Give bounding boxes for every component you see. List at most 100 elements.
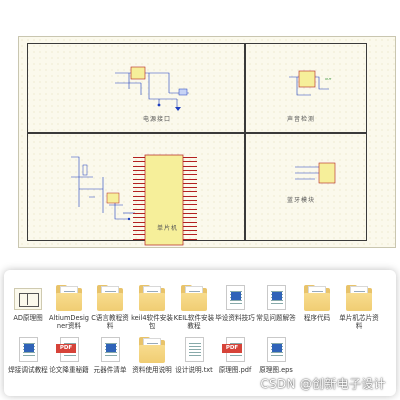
mcu-pin	[183, 200, 197, 201]
mcu-pin	[183, 187, 197, 189]
pdf-badge: PDF	[222, 344, 242, 353]
mcu-pin	[183, 191, 197, 193]
file-item[interactable]: 单片机芯片资料	[337, 284, 381, 330]
file-item[interactable]: 资料使用说明	[130, 336, 174, 374]
file-item[interactable]: 设计说明.txt	[172, 336, 216, 374]
file-item-label: AD原理图	[13, 314, 43, 322]
file-item-label: 原理图.pdf	[218, 366, 252, 374]
mcu-pin	[133, 169, 145, 171]
file-item[interactable]: 元器件清单	[88, 336, 132, 374]
mcu-pin	[183, 221, 197, 223]
file-item[interactable]: AD原理图	[6, 284, 50, 322]
mcu-pin	[133, 165, 145, 167]
mcu-pin	[133, 234, 145, 236]
mcu-pin	[183, 208, 197, 210]
mcu-pin	[133, 221, 145, 223]
file-item-label: 资料使用说明	[132, 366, 172, 374]
file-item-label: 单片机芯片资料	[339, 314, 379, 330]
mcu-pin	[183, 225, 197, 227]
file-item-label: 焊接调试教程	[8, 366, 48, 374]
file-item[interactable]: KEIL软件安装教程	[172, 284, 216, 330]
folder-icon	[179, 284, 209, 312]
folder-icon	[137, 336, 167, 364]
mcu-section-label: 单片机	[157, 225, 179, 232]
mcu-pin	[133, 208, 145, 210]
file-item[interactable]: AltiumDesigner资料	[47, 284, 91, 330]
mcu-pin	[133, 200, 145, 201]
schematic-sheet: OUT 电源接口 声音检测 单片机 蓝牙模块	[18, 36, 396, 248]
mcu-pin	[183, 238, 197, 240]
folder-icon	[54, 284, 84, 312]
mcu-pin	[133, 230, 145, 232]
mcu-pin	[183, 182, 197, 184]
pdf-file-icon: PDF	[54, 336, 84, 364]
file-item-label: C语言教程资料	[91, 314, 129, 330]
mcu-pin	[133, 212, 145, 214]
folder-icon	[137, 284, 167, 312]
file-item[interactable]: 常见问题解答	[254, 284, 298, 322]
file-item[interactable]: keil4软件安装包	[130, 284, 174, 330]
document-file-icon	[13, 336, 43, 364]
document-file-icon	[261, 336, 291, 364]
mcu-pin	[183, 178, 197, 180]
file-item[interactable]: 程序代码	[295, 284, 339, 322]
mcu-pin	[183, 195, 197, 197]
bluetooth-section-frame	[245, 133, 367, 241]
mcu-pin	[183, 161, 197, 163]
mcu-pin	[133, 238, 145, 240]
file-item-label: keil4软件安装包	[131, 314, 173, 330]
power-section-frame	[27, 43, 245, 133]
bluetooth-section-label: 蓝牙模块	[287, 197, 316, 204]
file-item-label: AltiumDesigner资料	[49, 314, 89, 330]
mcu-pin	[183, 204, 197, 206]
power-section-label: 电源接口	[143, 116, 172, 123]
folder-icon	[95, 284, 125, 312]
circuit-drawing: OUT	[71, 66, 336, 246]
mcu-pin	[133, 182, 145, 184]
svg-text:OUT: OUT	[325, 77, 332, 81]
file-item[interactable]: 毕设资料技巧	[213, 284, 257, 322]
file-item[interactable]: 原理图.eps	[254, 336, 298, 374]
sound-section-frame	[245, 43, 367, 133]
mcu-pin	[133, 191, 145, 193]
document-file-icon	[261, 284, 291, 312]
file-item[interactable]: C语言教程资料	[88, 284, 132, 330]
file-item[interactable]: 焊接调试教程	[6, 336, 50, 374]
mcu-pin	[133, 195, 145, 197]
mcu-section-frame	[27, 133, 245, 241]
file-item-label: KEIL软件安装教程	[173, 314, 215, 330]
mcu-pin	[133, 225, 145, 227]
file-item-label: 设计说明.txt	[175, 366, 213, 374]
mcu-pin	[183, 217, 197, 219]
mcu-pin	[183, 174, 197, 176]
sound-section-label: 声音检测	[287, 116, 316, 123]
mcu-pin	[133, 157, 145, 158]
pdf-badge: PDF	[56, 344, 76, 353]
text-file-icon	[179, 336, 209, 364]
watermark-text: CSDN @创新电子设计	[260, 377, 386, 391]
document-file-icon	[95, 336, 125, 364]
file-item-label: 常见问题解答	[256, 314, 296, 322]
folder-icon	[302, 284, 332, 312]
sheet-grid	[19, 37, 395, 247]
mcu-pin	[183, 157, 197, 158]
file-item-label: 论文降重秘籍	[49, 366, 89, 374]
mcu-pin	[133, 178, 145, 180]
image-file-icon	[13, 284, 43, 312]
file-item[interactable]: PDF 论文降重秘籍	[47, 336, 91, 374]
file-item-label: 程序代码	[303, 314, 331, 322]
file-item[interactable]: PDF 原理图.pdf	[213, 336, 257, 374]
document-file-icon	[220, 284, 250, 312]
file-item-label: 原理图.eps	[259, 366, 293, 374]
file-item-label: 元器件清单	[93, 366, 127, 374]
mcu-pin	[183, 169, 197, 171]
mcu-pin	[183, 212, 197, 214]
folder-icon	[344, 284, 374, 312]
mcu-pin	[133, 174, 145, 176]
mcu-pin	[133, 204, 145, 206]
file-item-label: 毕设资料技巧	[215, 314, 255, 322]
mcu-pin	[133, 187, 145, 189]
mcu-pin	[183, 230, 197, 232]
mcu-pin	[183, 165, 197, 167]
